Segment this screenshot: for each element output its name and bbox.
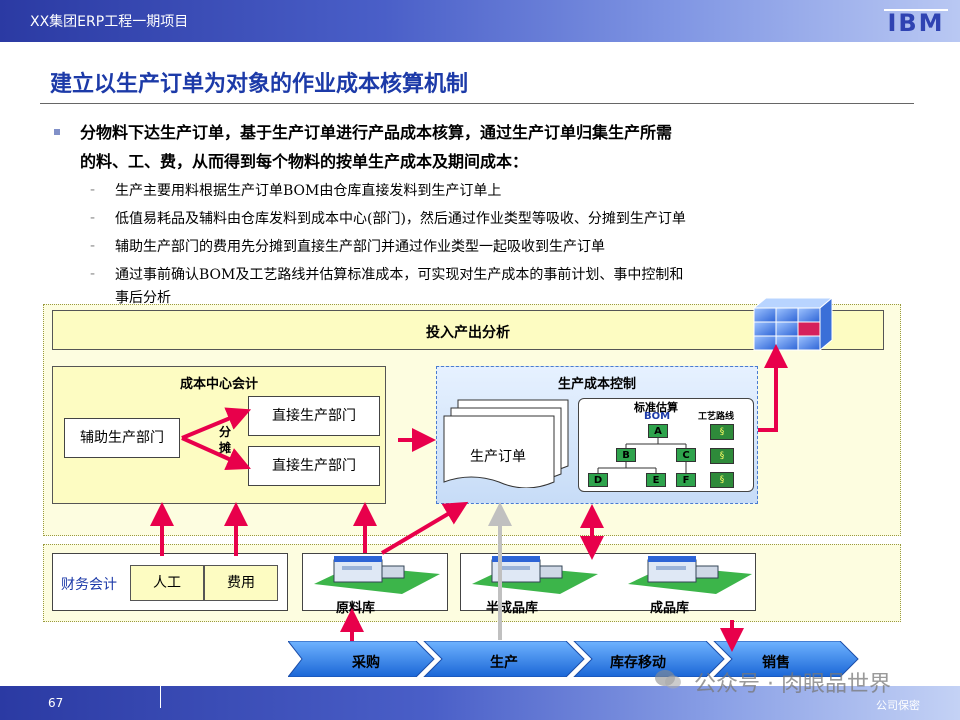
title-divider [40,103,914,104]
bom-node-f: F [676,473,696,487]
slide-title: 建立以生产订单为对象的作业成本核算机制 [50,72,469,97]
process-inventory-move: 库存移动 [610,655,666,671]
routing-step-3: § [710,472,734,488]
warehouse-icon [628,556,752,594]
io-analysis-box: 投入产出分析 [52,310,884,350]
routing-step-2: § [710,448,734,464]
process-purchase: 采购 [352,655,380,671]
dash-icon: - [90,182,96,198]
watermark-text: 公众号 · 肉眼品世界 [694,672,891,697]
dash-icon: - [90,210,96,226]
bom-node-c: C [676,448,696,462]
dash-icon: - [90,266,96,282]
io-analysis-label: 投入产出分析 [426,325,510,341]
main-bullet-line-2: 的料、工、费，从而得到每个物料的按单生产成本及期间成本： [80,152,529,171]
process-chevrons [288,641,859,677]
bom-node-d: D [588,473,608,487]
prod-order-docs-icon [443,399,569,488]
finished-warehouse-label: 成品库 [650,601,690,616]
aux-dept-box: 辅助生产部门 [64,418,180,458]
bom-node-e: E [646,473,666,487]
cost-center-title: 成本中心会计 [179,377,258,392]
page-number: 67 [48,696,64,710]
header-bar [0,0,960,42]
confidential-label: 公司保密 [876,699,920,712]
bom-label: BOM [644,411,671,422]
bom-node-a: A [648,424,668,438]
data-cube-icon [752,296,834,352]
expense-box: 费用 [204,565,278,601]
prod-order-label: 生产订单 [470,449,526,465]
project-title: XX集团ERP工程一期项目 [30,14,189,30]
routing-label: 工艺路线 [698,412,735,422]
warehouse-icon [314,556,440,594]
sub-item-2: 低值易耗品及辅料由仓库发料到成本中心(部门)，然后通过作业类型等吸收、分摊到生产… [115,211,686,227]
process-sales: 销售 [762,655,790,671]
labor-box: 人工 [130,565,204,601]
bullet-square-icon [54,129,60,135]
footer-separator [160,682,161,708]
sub-item-4-continued: 事后分析 [115,290,171,306]
finance-label: 财务会计 [61,577,117,593]
routing-step-1: § [710,424,734,440]
process-production: 生产 [490,655,518,671]
sub-item-1: 生产主要用料根据生产订单BOM由仓库直接发料到生产订单上 [115,183,502,199]
warehouse-icon [472,556,598,594]
main-bullet-line-1: 分物料下达生产订单，基于生产订单进行产品成本核算，通过生产订单归集生产所需 [80,123,673,142]
direct-dept-box-1: 直接生产部门 [248,396,380,436]
ibm-logo: IBM [884,5,948,37]
bom-tree-lines [597,438,687,473]
dash-icon: - [90,238,96,254]
sub-item-4: 通过事前确认BOM及工艺路线并估算标准成本，可实现对生产成本的事前计划、事中控制… [115,267,684,283]
bom-node-b: B [616,448,636,462]
prod-cost-control-title: 生产成本控制 [557,377,636,392]
wechat-icon [655,670,681,689]
direct-dept-box-2: 直接生产部门 [248,446,380,486]
sub-item-3: 辅助生产部门的费用先分摊到直接生产部门并通过作业类型一起吸收到生产订单 [115,239,605,255]
std-estimate-label: 标准估算 [634,401,678,414]
